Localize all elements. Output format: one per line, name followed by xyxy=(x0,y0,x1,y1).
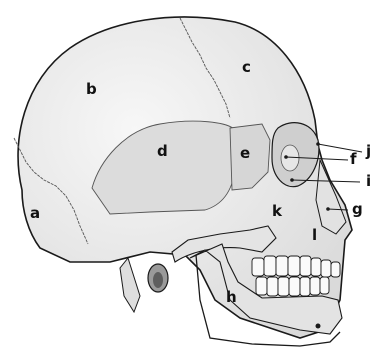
teeth xyxy=(252,256,340,296)
leader-i-dot xyxy=(290,178,294,182)
label-c: c xyxy=(242,60,251,75)
label-g: g xyxy=(352,202,363,217)
leader-g-dot xyxy=(326,207,330,211)
label-l: l xyxy=(312,228,317,243)
label-j: j xyxy=(366,144,371,159)
label-d: d xyxy=(157,144,168,159)
mental-foramen xyxy=(316,324,321,329)
leader-f-dot xyxy=(284,155,288,159)
label-h: h xyxy=(226,290,237,305)
label-f: f xyxy=(350,152,357,167)
label-b: b xyxy=(86,82,97,97)
lacrimal-fossa xyxy=(281,145,299,171)
ear-canal-inner xyxy=(153,272,163,288)
label-e: e xyxy=(240,146,250,161)
mastoid-process xyxy=(120,258,140,312)
leader-j-dot xyxy=(316,142,320,146)
label-k: k xyxy=(272,204,282,219)
label-i: i xyxy=(366,174,371,189)
label-a: a xyxy=(30,206,40,221)
